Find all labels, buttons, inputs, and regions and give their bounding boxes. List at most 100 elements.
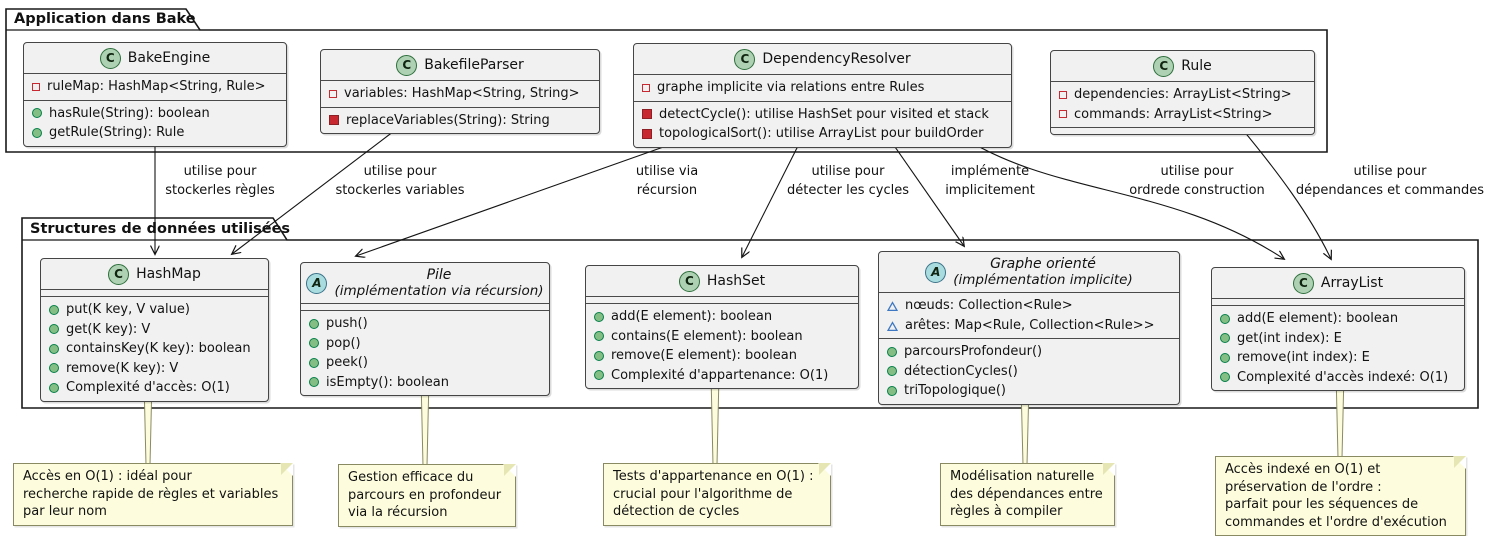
class-member: Complexité d'appartenance: O(1): [586, 366, 858, 386]
member-text: contains(E element): boolean: [611, 328, 803, 344]
public-method-icon: [1220, 372, 1230, 383]
edge-label-ordre-construction: utilise pour ordrede construction: [1129, 164, 1265, 198]
class-name: HashSet: [706, 273, 766, 289]
class-icon: C: [108, 263, 130, 285]
class-header: C HashMap: [41, 259, 268, 289]
member-text: variables: HashMap<String, String>: [344, 86, 580, 101]
class-icon: C: [1292, 272, 1314, 294]
class-arraylist: C ArrayList add(E element): boolean get(…: [1211, 267, 1465, 391]
class-name: DependencyResolver: [762, 51, 911, 67]
abstract-class-icon: A: [306, 272, 328, 294]
public-method-icon: [309, 318, 319, 329]
attributes-compartment: nœuds: Collection<Rule> arêtes: Map<Rule…: [879, 292, 1179, 338]
private-field-icon: [1059, 110, 1067, 119]
class-header: C Rule: [1051, 51, 1314, 81]
attributes-compartment: ruleMap: HashMap<String, Rule>: [24, 73, 286, 100]
edge-label-dependances-commandes: utilise pour dépendances et commandes: [1295, 164, 1485, 198]
class-header: A Graphe orienté (implémentation implici…: [879, 252, 1179, 292]
class-name: HashMap: [136, 266, 201, 282]
methods-compartment: add(E element): boolean get(int index): …: [1212, 305, 1464, 390]
attributes-compartment: graphe implicite via relations entre Rul…: [634, 74, 1011, 101]
note-hashmap: Accès en O(1) : idéal pour recherche rap…: [13, 463, 293, 526]
methods-compartment: detectCycle(): utilise HashSet pour visi…: [634, 100, 1011, 147]
class-bakeengine: C BakeEngine ruleMap: HashMap<String, Ru…: [23, 42, 287, 147]
class-dependencyresolver: C DependencyResolver graphe implicite vi…: [633, 43, 1012, 148]
class-name: Pile: [426, 267, 452, 283]
class-graphe-oriente: A Graphe orienté (implémentation implici…: [878, 251, 1180, 405]
public-method-icon: [49, 324, 59, 335]
class-member: add(E element): boolean: [586, 307, 858, 327]
attributes-compartment: [1212, 298, 1464, 305]
class-name: BakeEngine: [127, 50, 211, 66]
attributes-compartment: dependencies: ArrayList<String> commands…: [1051, 81, 1314, 127]
public-method-icon: [594, 311, 604, 322]
member-text: detectCycle(): utilise HashSet pour visi…: [659, 106, 989, 122]
class-member: peek(): [301, 353, 549, 373]
edge-label-implemente: implémente implicitement: [945, 164, 1035, 198]
class-name: BakefileParser: [424, 57, 524, 73]
member-text: put(K key, V value): [66, 302, 190, 317]
class-member: Complexité d'accès: O(1): [41, 378, 268, 398]
edge-label-stocker-variables: utilise pour stockerles variables: [335, 164, 465, 198]
class-icon: C: [678, 270, 700, 292]
member-text: peek(): [326, 355, 368, 370]
member-text: get(K key): V: [66, 321, 151, 337]
class-member: nœuds: Collection<Rule>: [879, 296, 1179, 316]
public-method-icon: [32, 127, 42, 138]
class-member: replaceVariables(String): String: [321, 111, 599, 131]
note-hashset: Tests d'appartenance en O(1) : crucial p…: [603, 463, 831, 526]
private-method-icon: [642, 109, 652, 120]
class-member: hasRule(String): boolean: [24, 104, 286, 124]
member-text: hasRule(String): boolean: [49, 105, 210, 121]
public-method-icon: [1220, 313, 1230, 324]
class-subtitle: (implémentation via récursion): [334, 283, 544, 299]
public-method-icon: [887, 366, 897, 377]
class-name: Graphe orienté: [990, 256, 1096, 272]
member-text: getRule(String): Rule: [49, 125, 185, 140]
member-text: triTopologique(): [904, 383, 1007, 398]
attributes-compartment: [41, 289, 268, 296]
public-method-icon: [887, 385, 897, 396]
class-member: remove(int index): E: [1212, 348, 1464, 368]
member-text: parcoursProfondeur(): [904, 344, 1043, 359]
class-member: push(): [301, 314, 549, 334]
member-text: replaceVariables(String): String: [346, 112, 550, 128]
member-text: add(E element): boolean: [1237, 311, 1399, 326]
class-member: remove(K key): V: [41, 359, 268, 379]
public-method-icon: [49, 343, 59, 354]
member-text: remove(K key): V: [66, 360, 179, 376]
member-text: pop(): [326, 335, 361, 351]
public-method-icon: [1220, 333, 1230, 344]
note-arraylist: Accès indexé en O(1) et préservation de …: [1215, 456, 1466, 536]
public-method-icon: [49, 363, 59, 374]
public-method-icon: [1220, 352, 1230, 363]
note-graphe: Modélisation naturelle des dépendances e…: [940, 463, 1115, 526]
public-method-icon: [594, 331, 604, 342]
methods-compartment: put(K key, V value) get(K key): V contai…: [41, 296, 268, 401]
class-member: remove(E element): boolean: [586, 346, 858, 366]
class-member: get(K key): V: [41, 320, 268, 340]
class-member: triTopologique(): [879, 381, 1179, 401]
member-text: get(int index): E: [1237, 330, 1342, 346]
member-text: add(E element): boolean: [611, 309, 773, 324]
class-member: add(E element): boolean: [1212, 309, 1464, 329]
member-text: Complexité d'appartenance: O(1): [611, 367, 829, 383]
edge-label-recursion: utilise via récursion: [635, 164, 699, 198]
methods-compartment: replaceVariables(String): String: [321, 106, 599, 134]
note-pile: Gestion efficace du parcours en profonde…: [338, 464, 516, 527]
class-rule: C Rule dependencies: ArrayList<String> c…: [1050, 50, 1315, 135]
public-method-icon: [594, 350, 604, 361]
class-member: put(K key, V value): [41, 300, 268, 320]
member-text: dependencies: ArrayList<String>: [1074, 87, 1292, 102]
member-text: nœuds: Collection<Rule>: [905, 298, 1073, 313]
class-name: ArrayList: [1320, 275, 1384, 291]
methods-compartment: hasRule(String): boolean getRule(String)…: [24, 99, 286, 146]
class-member: pop(): [301, 334, 549, 354]
private-method-icon: [329, 115, 339, 126]
member-text: push(): [326, 316, 368, 331]
public-method-icon: [49, 304, 59, 315]
methods-compartment: parcoursProfondeur() détectionCycles() t…: [879, 338, 1179, 404]
class-member: ruleMap: HashMap<String, Rule>: [24, 77, 286, 97]
public-method-icon: [32, 108, 42, 119]
methods-compartment: add(E element): boolean contains(E eleme…: [586, 303, 858, 388]
